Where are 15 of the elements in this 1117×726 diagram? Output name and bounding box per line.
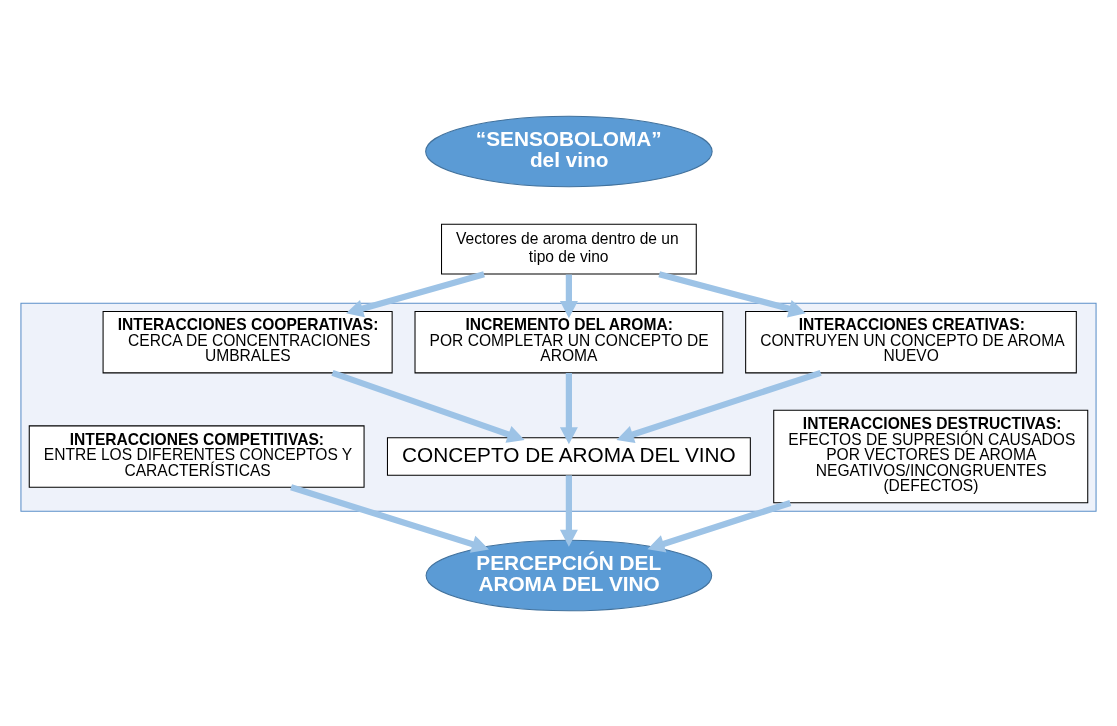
node-box: INTERACCIONES DESTRUCTIVAS: EFECTOS DE SUPRESIÓN CAUSADOS POR VECTORES DE AROMA NEGATIVOS/INCONGRUENTES (DEFECTOS) xyxy=(773,409,1089,503)
node-ellipse: “SENSOBOLOMA” del vino xyxy=(425,115,713,187)
node-box: CONCEPTO DE AROMA DEL VINO xyxy=(386,436,751,476)
arrow xyxy=(616,369,822,443)
arrow xyxy=(559,274,578,318)
node-box: INTERACCIONES CREATIVAS: CONTRUYEN UN CONCEPTO DE AROMA NUEVO xyxy=(745,310,1077,373)
arrow xyxy=(331,369,525,443)
arrow xyxy=(647,499,792,552)
node-box: Vectores de aroma dentro de un tipo de vino xyxy=(441,223,697,275)
node-ellipse: PERCEPCIÓN DEL AROMA DEL VINO xyxy=(425,539,713,611)
arrow xyxy=(559,474,578,547)
node-box: INTERACCIONES COMPETITIVAS: ENTRE LOS DIFERENTES CONCEPTOS Y CARACTERÍSTICAS xyxy=(28,424,365,488)
arrow xyxy=(559,372,578,444)
node-box: INCREMENTO DEL AROMA: POR COMPLETAR UN CONCEPTO DE AROMA xyxy=(414,310,724,373)
node-box: INTERACCIONES COOPERATIVAS: CERCA DE CONCENTRACIONES UMBRALES xyxy=(102,310,393,373)
